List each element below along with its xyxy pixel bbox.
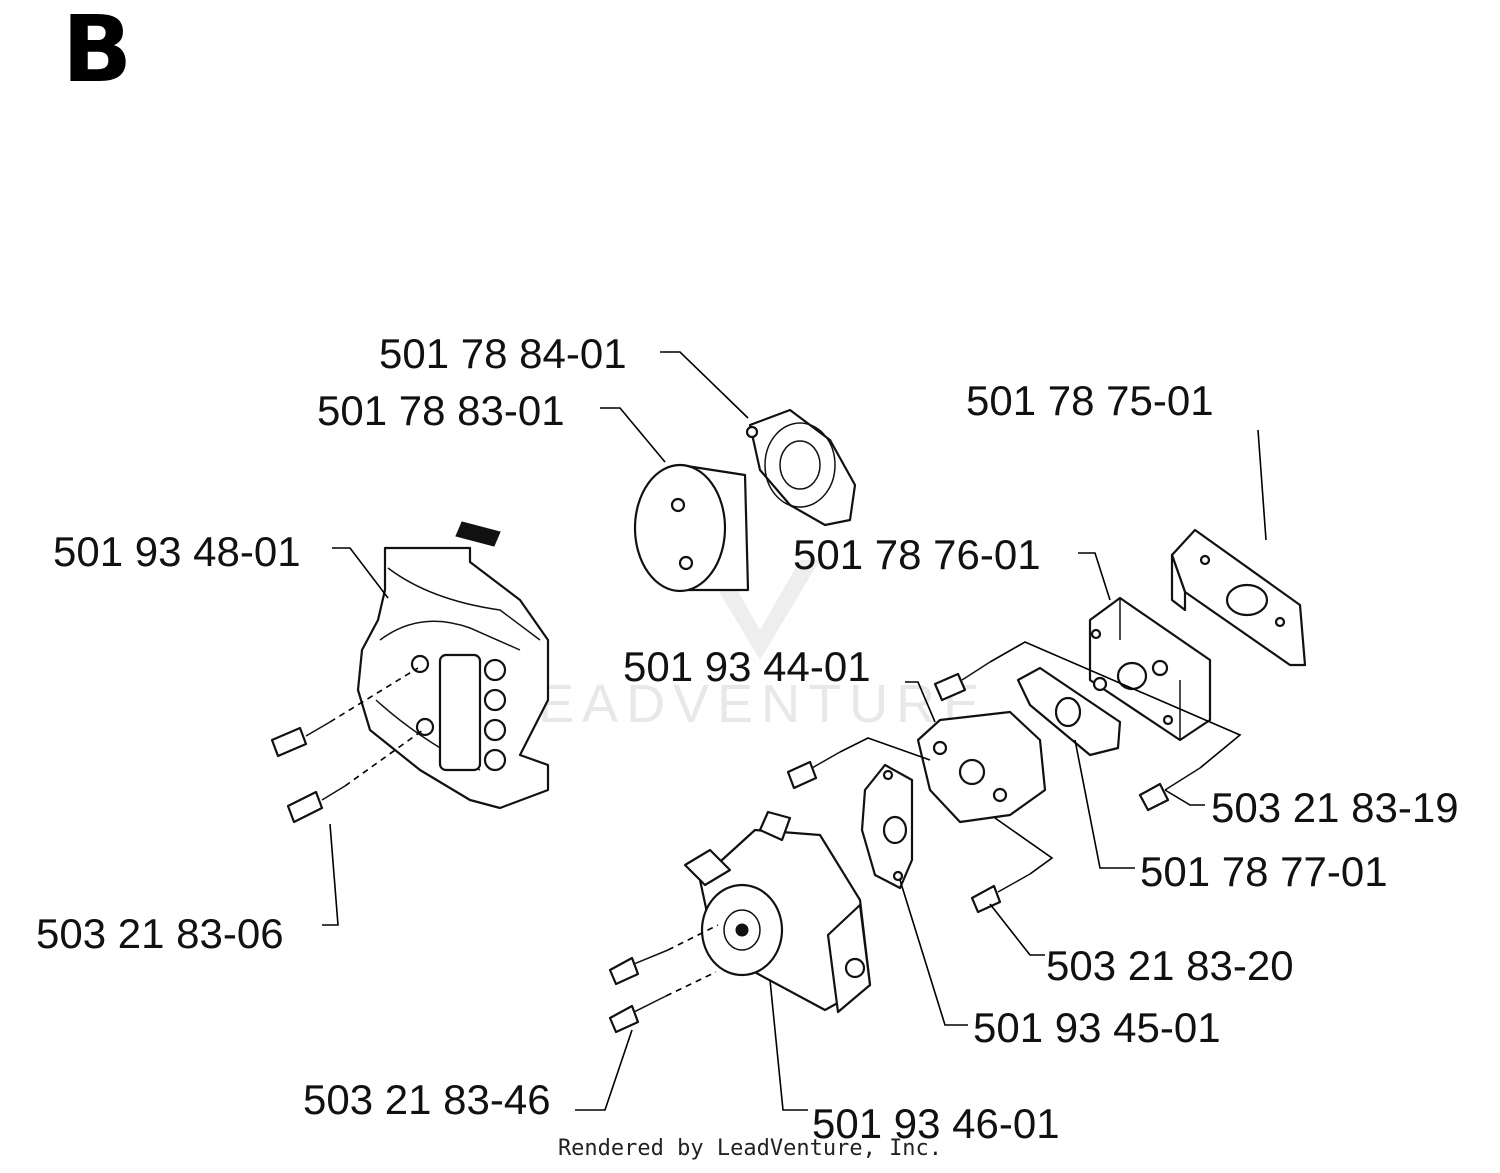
label-501-78-76-01: 501 78 76-01 <box>793 531 1041 578</box>
filter-holder-part <box>745 408 857 527</box>
label-501-93-48-01: 501 93 48-01 <box>53 528 301 575</box>
render-credit: Rendered by LeadVenture, Inc. <box>557 1136 943 1161</box>
leader-501-93-44-01 <box>905 681 936 723</box>
label-501-93-45-01: 501 93 45-01 <box>973 1004 1221 1051</box>
label-503-21-83-46: 503 21 83-46 <box>303 1076 551 1123</box>
label-503-21-83-20: 503 21 83-20 <box>1046 942 1294 989</box>
block-screws-part <box>933 641 1242 812</box>
label-501-78-75-01: 501 78 75-01 <box>966 377 1214 424</box>
carburetor-part <box>683 810 872 1014</box>
part-labels: 501 78 84-01 501 78 83-01 501 78 75-01 5… <box>36 330 1459 1147</box>
leader-501-78-76-01 <box>1078 552 1111 601</box>
leader-503-21-83-06 <box>322 823 339 926</box>
gasket-lower-part <box>860 763 914 890</box>
leader-501-93-45-01 <box>899 879 968 1026</box>
cover-screws-part <box>270 667 424 824</box>
label-501-78-84-01: 501 78 84-01 <box>379 330 627 377</box>
label-501-78-77-01: 501 78 77-01 <box>1140 848 1388 895</box>
air-filter-cover-part <box>356 521 550 810</box>
spacer-block-part <box>1088 596 1212 742</box>
leader-501-78-83-01 <box>600 407 666 463</box>
label-503-21-83-19: 503 21 83-19 <box>1211 784 1459 831</box>
leader-501-93-46-01 <box>769 979 808 1111</box>
filter-element-part <box>633 463 750 593</box>
leader-501-78-84-01 <box>660 351 749 419</box>
watermark-text: LEADVENTURE <box>500 674 987 734</box>
gasket-upper-part <box>1016 666 1122 757</box>
label-501-93-46-01: 501 93 46-01 <box>812 1100 1060 1147</box>
leader-501-78-75-01 <box>1257 429 1267 541</box>
leader-503-21-83-19 <box>1164 789 1205 806</box>
section-letter: B <box>62 0 133 103</box>
leader-501-93-48-01 <box>332 547 389 599</box>
leader-503-21-83-46 <box>575 1029 633 1111</box>
intake-adapter-part <box>916 710 1047 824</box>
leader-503-21-83-20 <box>989 903 1045 956</box>
label-501-93-44-01: 501 93 44-01 <box>623 643 871 690</box>
leader-501-78-77-01 <box>1074 739 1135 869</box>
leader-lines <box>322 351 1267 1111</box>
label-501-78-83-01: 501 78 83-01 <box>317 387 565 434</box>
adapter-screws-part <box>786 737 1054 914</box>
carburetor-screws-part <box>608 924 719 1034</box>
label-503-21-83-06: 503 21 83-06 <box>36 910 284 957</box>
bracket-plate-part <box>1170 528 1307 667</box>
